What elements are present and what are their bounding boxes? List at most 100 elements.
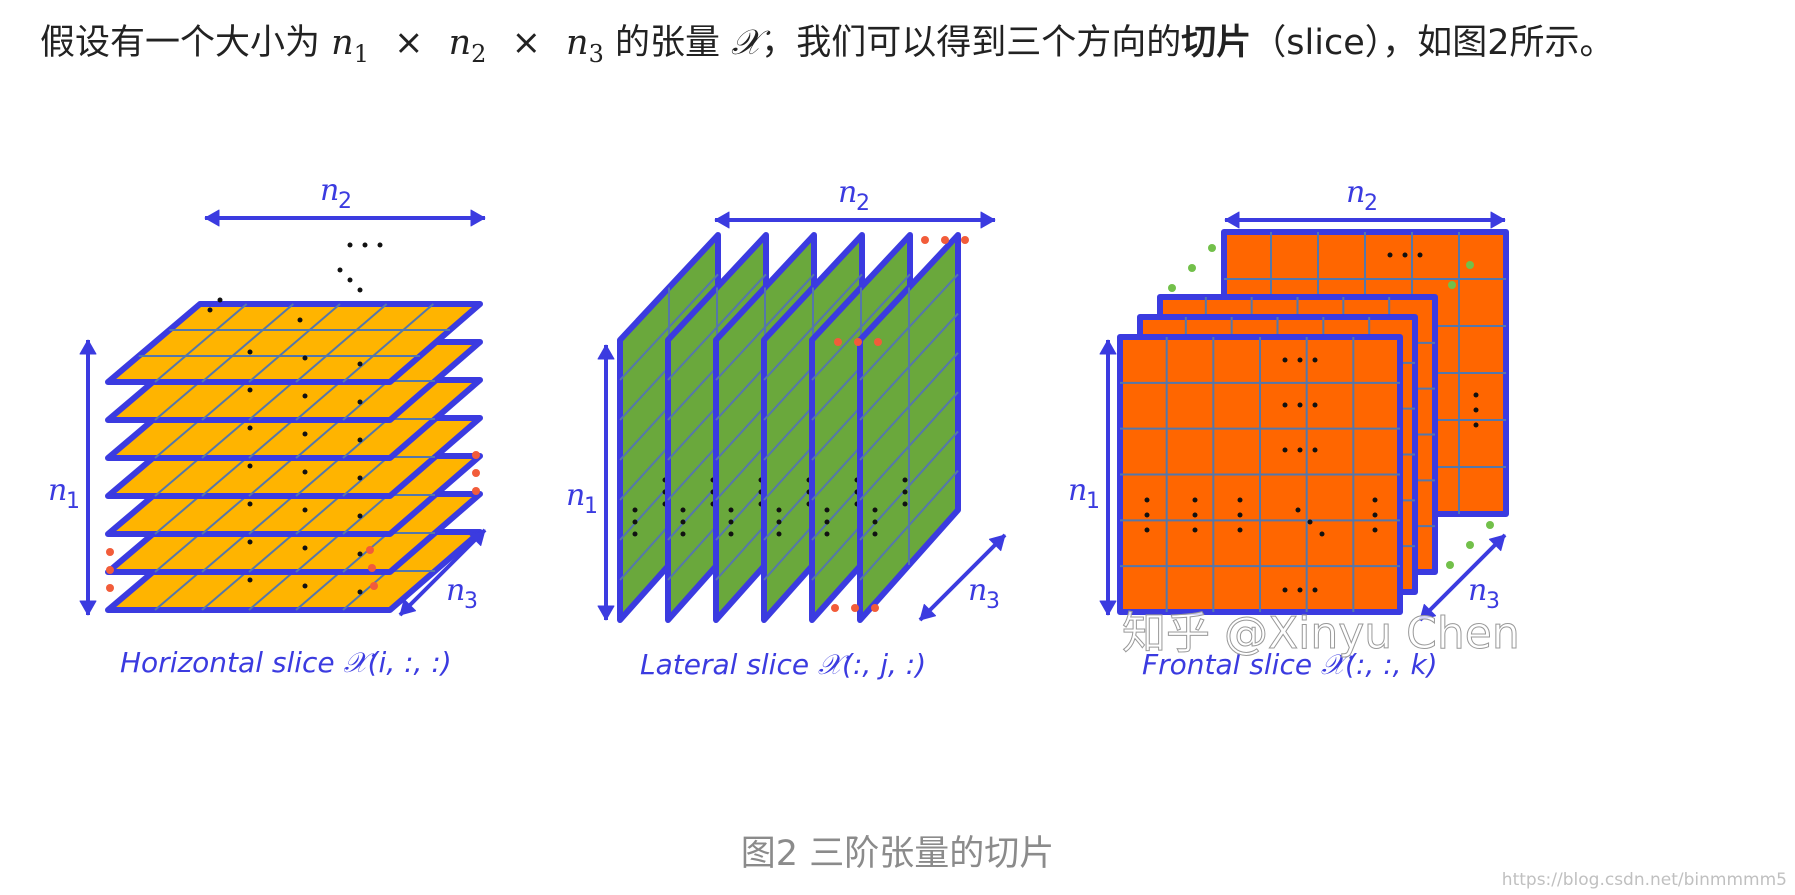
arrow-head (980, 211, 996, 229)
arrow-head (1419, 603, 1437, 621)
data-dot (247, 463, 253, 469)
dimension-label-n1: n1 (1068, 473, 1100, 514)
data-dot (357, 287, 363, 293)
data-dot (632, 531, 638, 537)
dimension-letter: n (1468, 573, 1487, 608)
data-dot (680, 531, 686, 537)
arrow-head (597, 605, 615, 621)
dimension-label-n2: n2 (320, 180, 352, 214)
grid-line (667, 273, 767, 381)
watermark: 知乎 @Xinyu Chen (1122, 608, 1520, 659)
data-dot (872, 519, 878, 525)
grid-line (342, 303, 434, 383)
panel-label: Lateral slice 𝒳(:, j, :) (640, 648, 926, 681)
data-dot (1319, 531, 1325, 537)
text-segment: 假设有一个大小为 (40, 23, 321, 63)
data-dot (1473, 392, 1479, 398)
data-dot (1237, 527, 1243, 533)
data-dot (872, 507, 878, 513)
ellipsis-dot (854, 338, 862, 346)
data-dot (217, 297, 223, 303)
grid-line (763, 273, 863, 381)
grid-line (859, 273, 959, 381)
data-dot (1372, 497, 1378, 503)
dimension-letter: n (1068, 473, 1087, 508)
data-dot (302, 431, 308, 437)
n2-arrow (204, 209, 486, 227)
arrow-head (1488, 534, 1506, 552)
arrow-head (988, 534, 1006, 552)
dimension-letter: n (48, 473, 67, 508)
n1-arrow (1099, 339, 1117, 616)
grid-line (859, 470, 959, 581)
data-dot (1297, 357, 1303, 363)
dimension-subscript: 2 (338, 189, 352, 214)
n1-arrow (597, 344, 615, 621)
data-dot (776, 519, 782, 525)
data-dot (357, 361, 363, 367)
text-segment: （slice），如图2所示。 (1251, 23, 1615, 63)
ellipsis-dot (851, 604, 859, 612)
grid-line (248, 303, 341, 383)
data-dot (1237, 497, 1243, 503)
data-dot (632, 519, 638, 525)
data-dot (302, 545, 308, 551)
data-dot (1312, 357, 1318, 363)
data-dot (1473, 422, 1479, 428)
math-n1: n1 (331, 23, 369, 68)
data-dot (357, 437, 363, 443)
bold-term: 切片 (1181, 23, 1252, 63)
data-dot (362, 242, 368, 248)
data-dot (302, 583, 308, 589)
data-dot (1387, 252, 1393, 258)
grid-line (619, 273, 719, 381)
data-dot (1282, 447, 1288, 453)
math-n2: n2 (448, 23, 487, 68)
data-dot (776, 507, 782, 513)
data-dot (776, 531, 782, 537)
data-dot (247, 425, 253, 431)
data-dot (1282, 587, 1288, 593)
dimension-label-n3: n3 (446, 573, 478, 614)
data-dot (680, 519, 686, 525)
data-dot (1192, 512, 1198, 518)
n2-arrow (714, 211, 996, 229)
data-dot (347, 277, 353, 283)
ellipsis-dot (472, 487, 480, 495)
ellipsis-dot (1466, 541, 1474, 549)
dimension-subscript: 3 (986, 589, 1000, 614)
data-dot (207, 307, 213, 313)
math-times: × (394, 23, 424, 63)
ellipsis-dot (1208, 244, 1216, 252)
data-dot (824, 531, 830, 537)
dimension-subscript: 1 (1086, 489, 1100, 514)
data-dot (728, 531, 734, 537)
arrow-head (1099, 600, 1117, 616)
dimension-label-n1: n1 (48, 473, 80, 514)
dimension-label-n3: n3 (968, 573, 1000, 614)
data-dot (1237, 512, 1243, 518)
arrow-head (79, 339, 97, 355)
text-segment: 的张量 (615, 23, 721, 63)
ellipsis-dot (834, 338, 842, 346)
data-dot (302, 355, 308, 361)
ellipsis-dot (472, 469, 480, 477)
data-dot (1144, 527, 1150, 533)
dimension-label-n2: n2 (838, 180, 870, 216)
arrow-head (1490, 211, 1506, 229)
ellipsis-dot (370, 582, 378, 590)
grid-line (201, 303, 294, 383)
arrow-head (468, 529, 486, 547)
data-dot (872, 531, 878, 537)
arrow-head (919, 603, 937, 621)
n1-arrow (79, 339, 97, 616)
data-dot (247, 387, 253, 393)
dimension-label-n3: n3 (1468, 573, 1500, 614)
data-dot (1417, 252, 1423, 258)
data-dot (297, 317, 303, 323)
data-dot (680, 507, 686, 513)
data-dot (1372, 527, 1378, 533)
tensor-symbol: 𝒳 (731, 23, 762, 63)
data-dot (1307, 519, 1313, 525)
data-dot (824, 507, 830, 513)
